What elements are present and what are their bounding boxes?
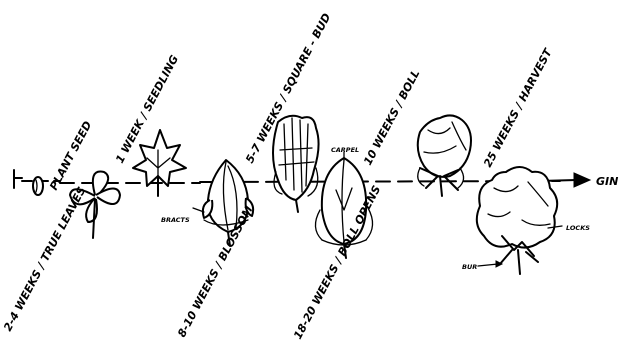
- true-leaves-drawing: [133, 130, 186, 196]
- bracts-label: BRACTS: [161, 216, 190, 224]
- locks-label: LOCKS: [566, 224, 590, 232]
- gin-label: GIN: [596, 175, 618, 188]
- seed-drawing: [33, 177, 43, 195]
- harvest-drawing: [477, 167, 562, 274]
- plant-seed-label: PLANT SEED: [47, 119, 94, 192]
- boll-opens-drawing: [418, 115, 471, 196]
- true-leaves-label: 2-4 WEEKS / TRUE LEAVES: [1, 185, 88, 334]
- timeline-arrowhead: [574, 173, 590, 187]
- carpel-label: CARPEL: [331, 146, 359, 154]
- harvest-label: 25 WEEKS / HARVEST: [481, 45, 555, 169]
- bur-label: BUR: [462, 263, 477, 271]
- square-bud-drawing: [273, 116, 319, 212]
- blossom-drawing: [193, 160, 253, 246]
- boll-label: 10 WEEKS / BOLL: [361, 68, 422, 168]
